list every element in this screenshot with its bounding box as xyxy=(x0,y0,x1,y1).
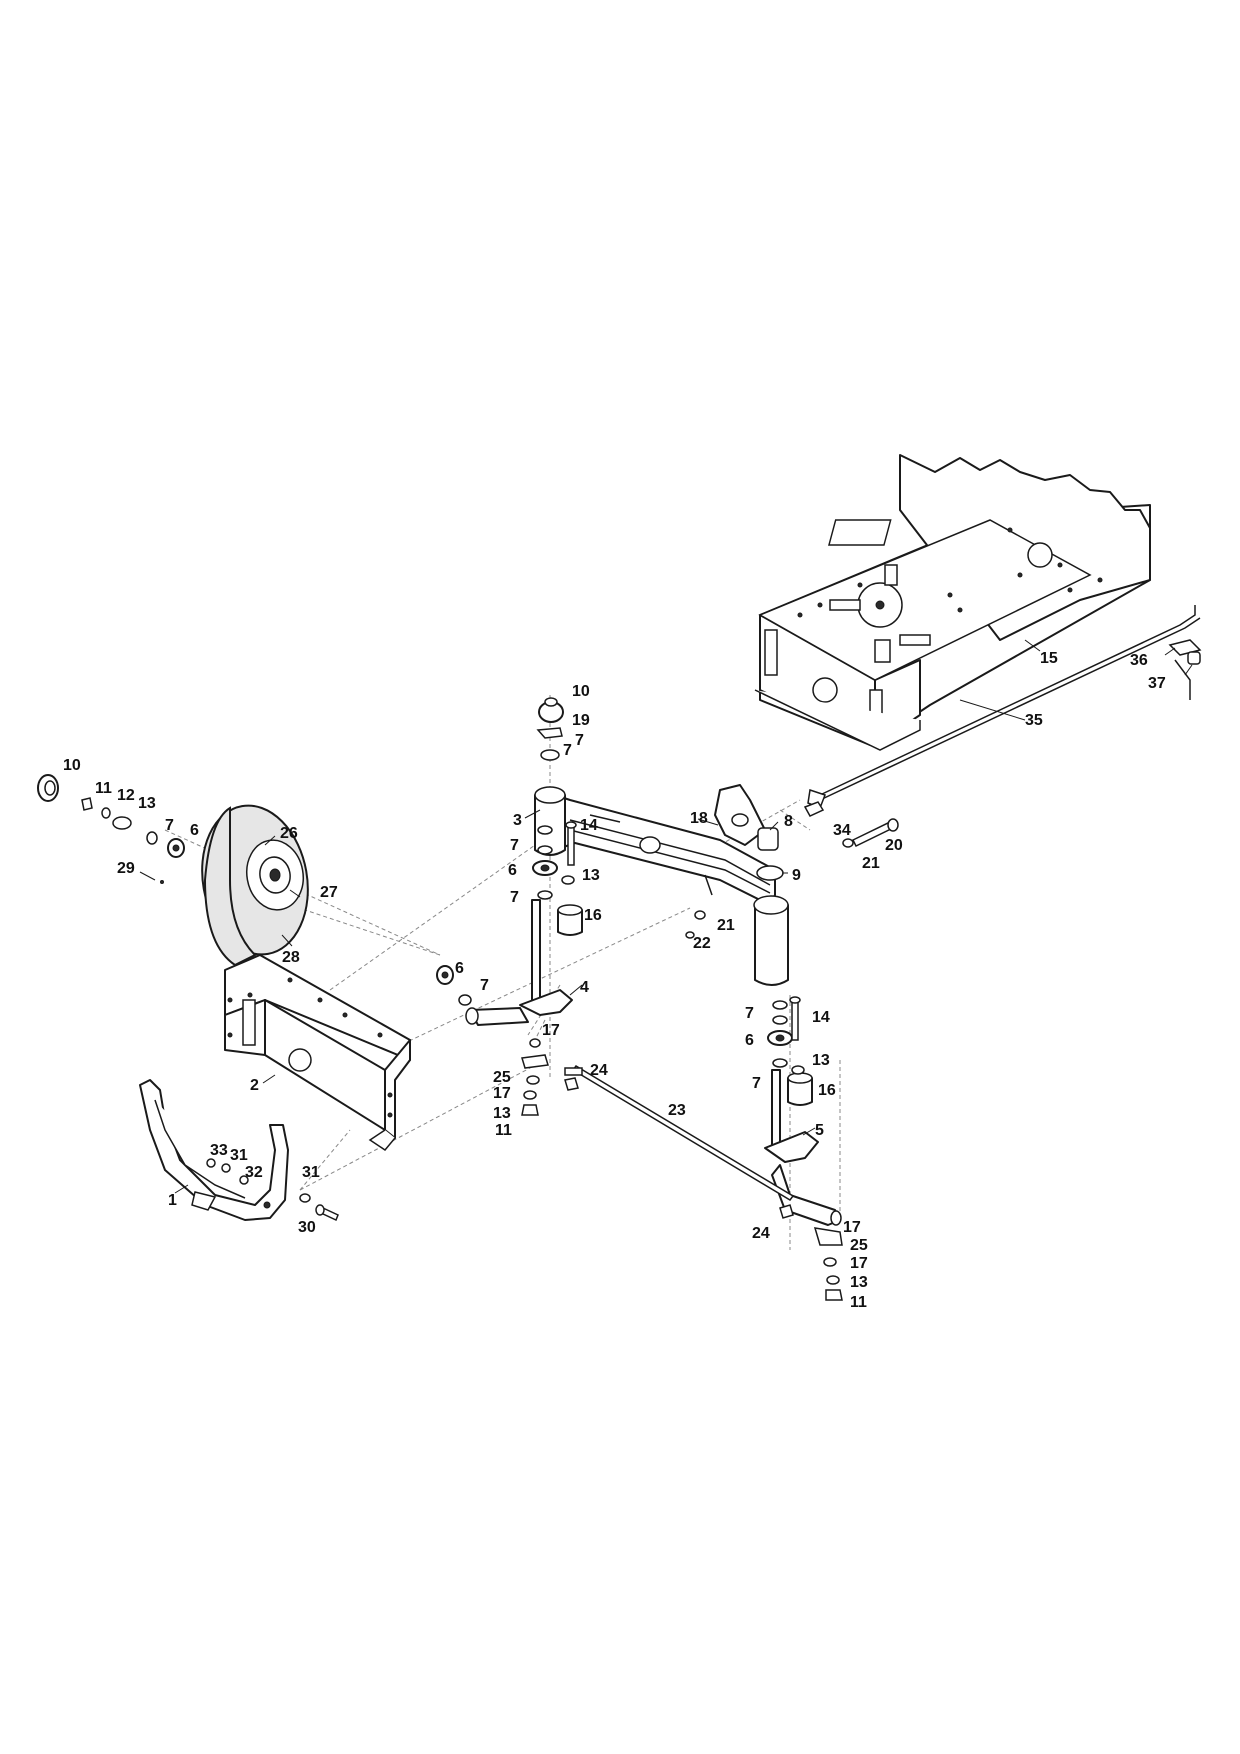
callout-11: 11 xyxy=(850,1294,867,1311)
callout-11: 11 xyxy=(495,1122,512,1139)
chassis-holes xyxy=(797,527,1103,618)
callout-37: 37 xyxy=(1148,675,1166,692)
callout-23: 23 xyxy=(668,1102,686,1119)
callout-9: 9 xyxy=(792,867,801,884)
wheel-hardware xyxy=(37,774,472,1006)
callout-35: 35 xyxy=(1025,712,1043,729)
left-spindle xyxy=(465,899,573,1026)
callout-2: 2 xyxy=(250,1077,259,1094)
callout-33: 33 xyxy=(210,1142,228,1159)
callout-26: 26 xyxy=(280,825,298,842)
callout-16: 16 xyxy=(584,907,602,924)
tie-rod-nuts xyxy=(564,1077,794,1219)
callout-8: 8 xyxy=(784,813,793,830)
callout-11: 11 xyxy=(95,780,112,797)
callout-29: 29 xyxy=(117,860,135,877)
callout-12: 12 xyxy=(117,787,135,804)
pivot-bolt xyxy=(685,818,899,939)
callout-13: 13 xyxy=(493,1105,511,1122)
axle-pivot-bracket xyxy=(714,784,766,846)
callout-21: 21 xyxy=(862,855,880,872)
callout-25: 25 xyxy=(493,1069,511,1086)
leader-lines xyxy=(139,639,1193,1194)
bracket-holes xyxy=(227,977,393,1118)
callout-7: 7 xyxy=(510,889,519,906)
callout-13: 13 xyxy=(850,1274,868,1291)
callout-14: 14 xyxy=(812,1009,830,1026)
callout-34: 34 xyxy=(833,822,851,839)
callout-7: 7 xyxy=(752,1075,761,1092)
front-bracket xyxy=(224,954,411,1151)
callout-28: 28 xyxy=(282,949,300,966)
callout-18: 18 xyxy=(690,810,708,827)
rod-end-bracket xyxy=(1168,639,1202,665)
steering-rod xyxy=(807,605,1201,809)
callout-36: 36 xyxy=(1130,652,1148,669)
front-bumper xyxy=(139,1079,289,1221)
callout-30: 30 xyxy=(298,1219,316,1236)
bumper-hardware xyxy=(206,1158,339,1222)
callout-31: 31 xyxy=(302,1164,320,1181)
callout-17: 17 xyxy=(843,1219,861,1236)
callout-6: 6 xyxy=(190,822,199,839)
callout-17: 17 xyxy=(542,1022,560,1039)
callout-31: 31 xyxy=(230,1147,248,1164)
callout-15: 15 xyxy=(1040,650,1058,667)
left-spindle-lower-hardware xyxy=(521,1038,549,1116)
callout-7: 7 xyxy=(745,1005,754,1022)
left-spindle-hardware xyxy=(532,821,583,936)
callout-22: 22 xyxy=(693,935,711,952)
callout-6: 6 xyxy=(455,960,464,977)
callout-7: 7 xyxy=(575,732,584,749)
callout-labels: 1 2 3 4 5 6 6 6 6 7 7 7 7 7 7 7 7 8 9 10… xyxy=(63,650,1166,1311)
callout-14: 14 xyxy=(580,817,598,834)
callout-10: 10 xyxy=(572,683,590,700)
callout-21: 21 xyxy=(717,917,735,934)
callout-24: 24 xyxy=(752,1225,770,1242)
callout-5: 5 xyxy=(815,1122,824,1139)
callout-3: 3 xyxy=(513,812,522,829)
chassis-frame xyxy=(754,454,1151,751)
top-cap-stack xyxy=(536,697,564,761)
callout-13: 13 xyxy=(812,1052,830,1069)
callout-7: 7 xyxy=(165,817,174,834)
right-spindle-hardware xyxy=(767,996,813,1106)
linkage-end xyxy=(803,801,825,817)
callout-10: 10 xyxy=(63,757,81,774)
callout-16: 16 xyxy=(818,1082,836,1099)
callout-6: 6 xyxy=(745,1032,754,1049)
callout-25: 25 xyxy=(850,1237,868,1254)
front-axle-beam xyxy=(534,786,789,986)
callout-27: 27 xyxy=(320,884,338,901)
callout-4: 4 xyxy=(580,979,589,996)
callout-24: 24 xyxy=(590,1062,608,1079)
callout-13: 13 xyxy=(138,795,156,812)
callout-7: 7 xyxy=(480,977,489,994)
callout-1: 1 xyxy=(168,1192,177,1209)
right-spindle-lower-hardware xyxy=(813,1227,843,1301)
tie-rod xyxy=(564,1065,795,1201)
pivot-bushings xyxy=(756,827,784,881)
callout-6: 6 xyxy=(508,862,517,879)
callout-7: 7 xyxy=(510,837,519,854)
callout-17: 17 xyxy=(493,1085,511,1102)
callout-19: 19 xyxy=(572,712,590,729)
callout-20: 20 xyxy=(885,837,903,854)
front-wheel xyxy=(201,804,309,967)
callout-17: 17 xyxy=(850,1255,868,1272)
callout-13: 13 xyxy=(582,867,600,884)
callout-32: 32 xyxy=(245,1164,263,1181)
callout-7: 7 xyxy=(563,742,572,759)
